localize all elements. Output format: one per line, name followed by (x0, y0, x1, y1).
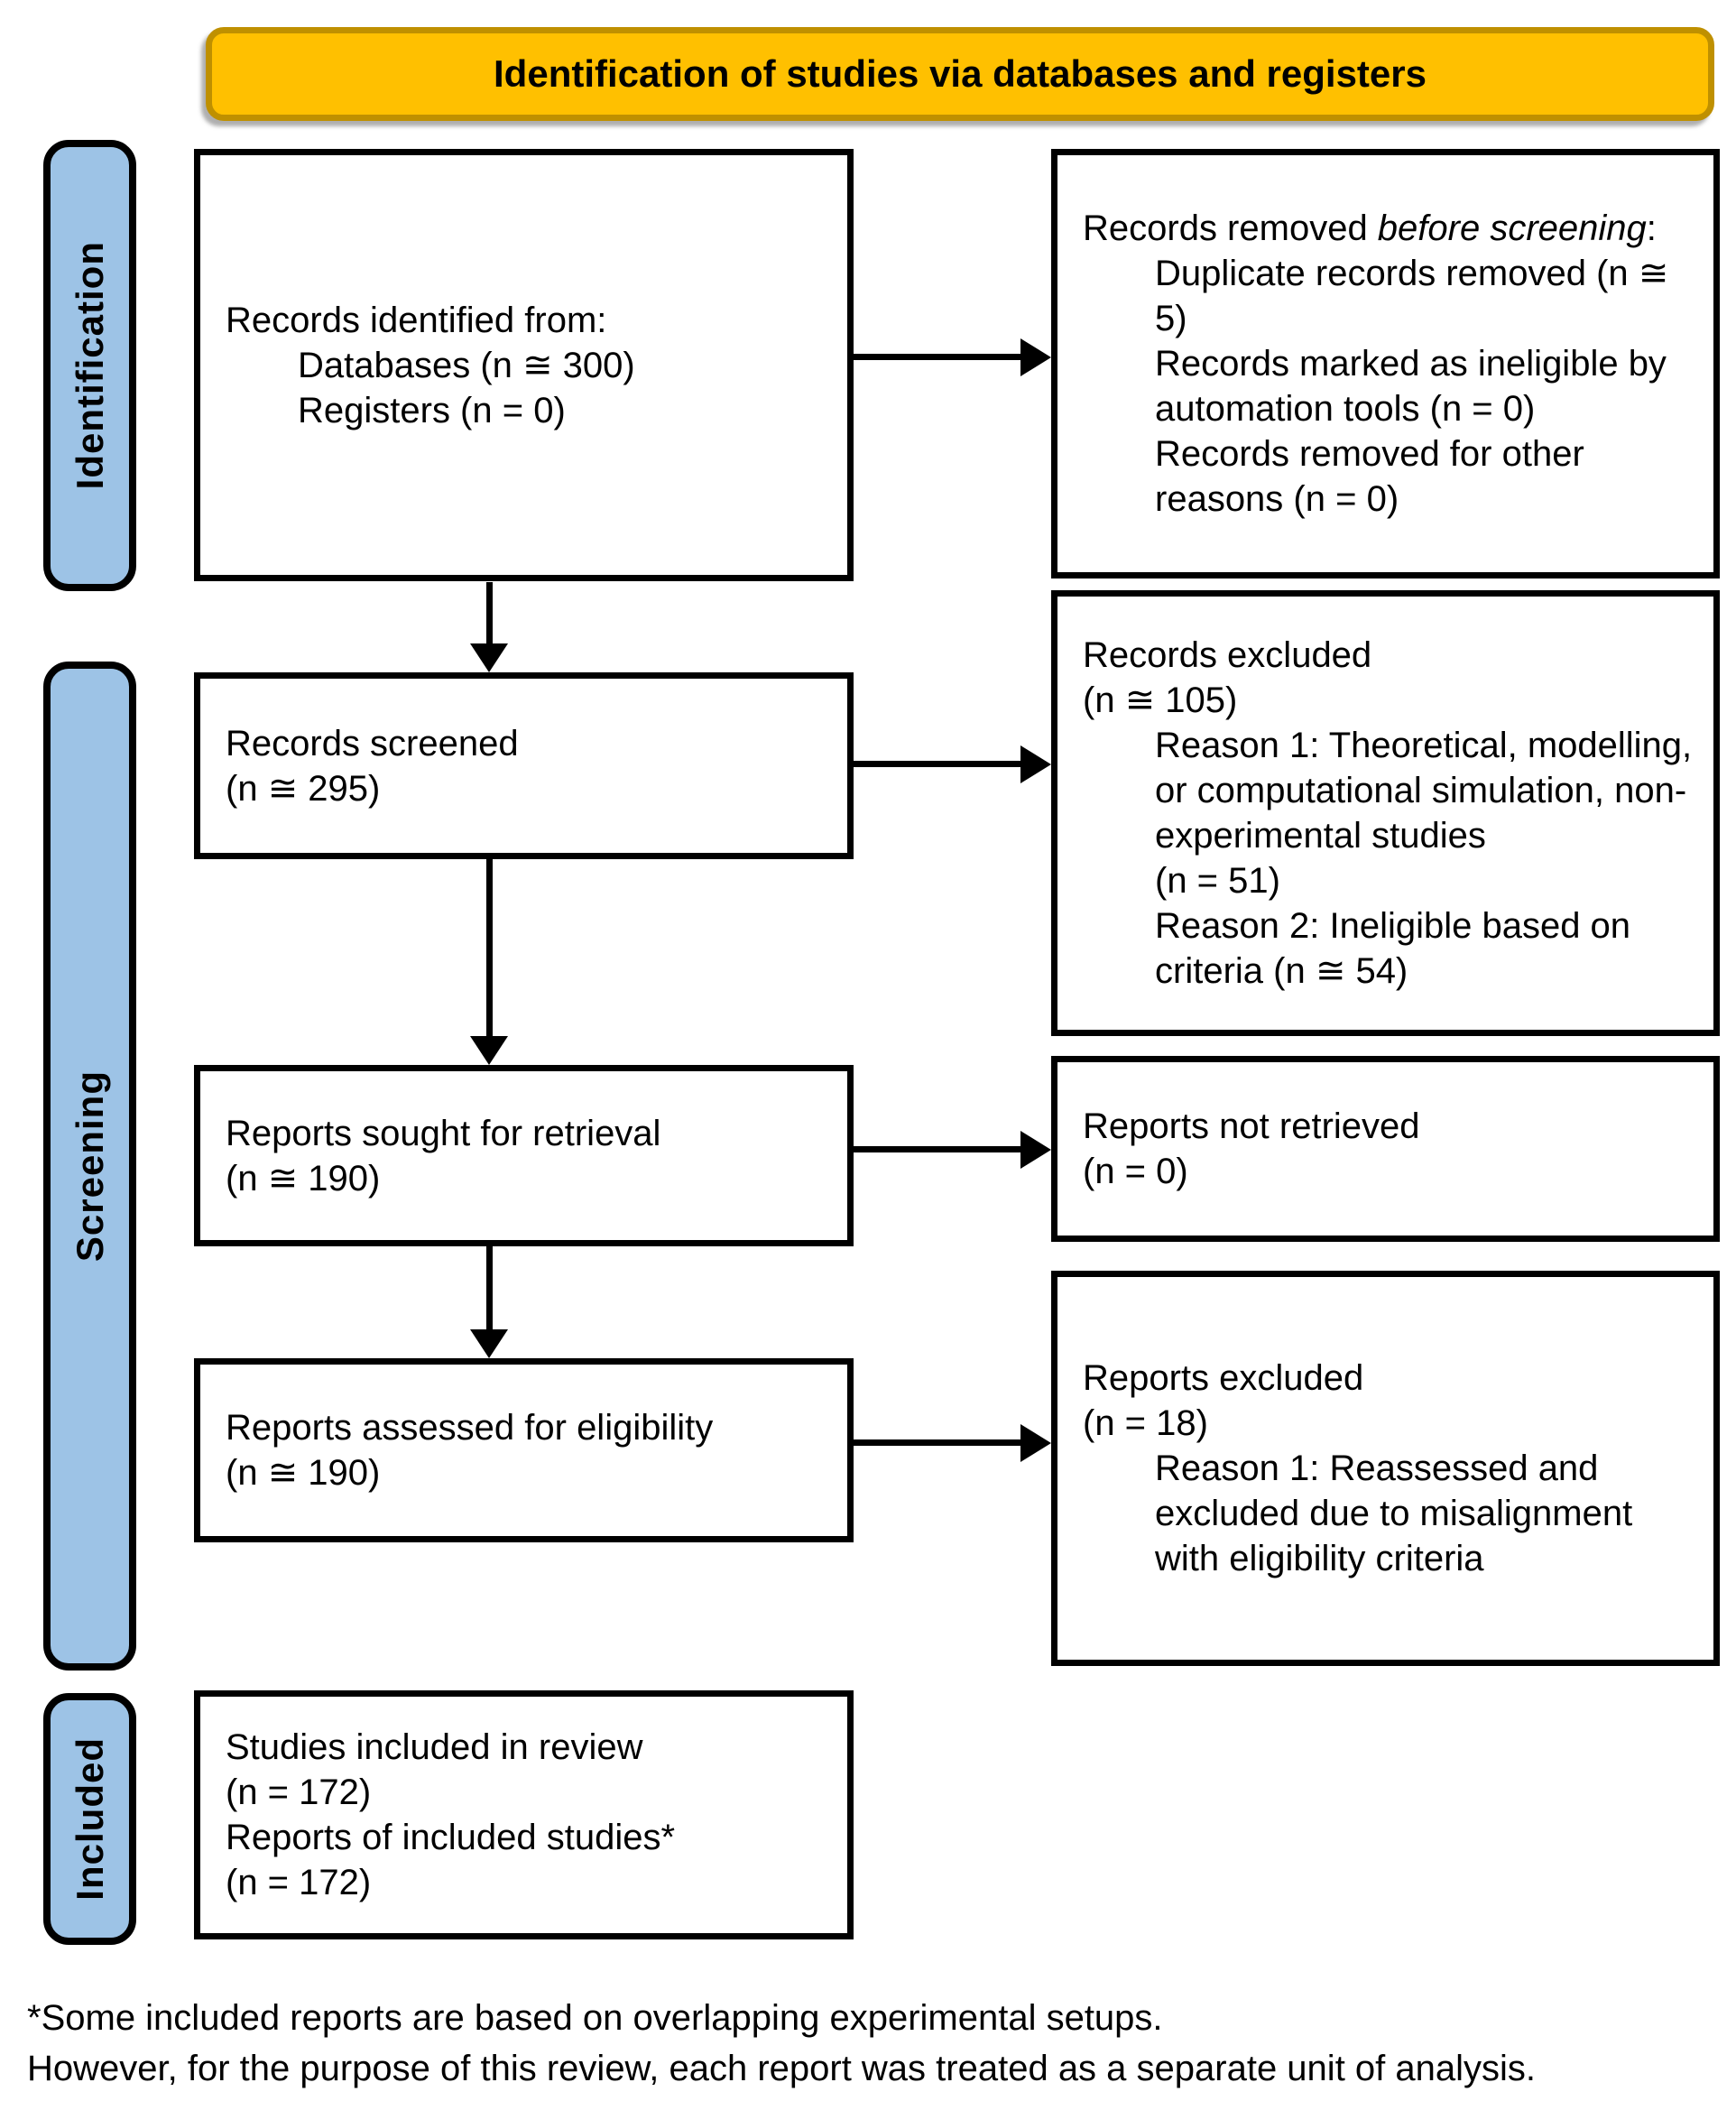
box-reports-sought: Reports sought for retrieval (n ≅ 190) (194, 1065, 854, 1246)
footnote-line-2: However, for the purpose of this review,… (27, 2049, 1537, 2088)
box-line: Reports not retrieved (1083, 1106, 1420, 1146)
arrow-screened-to-sought-line (486, 859, 493, 1038)
box-title: Records identified from: (226, 300, 607, 340)
box-title: Records removed before screening: (1083, 208, 1657, 248)
box-records-identified: Records identified from: Databases (n ≅ … (194, 149, 854, 581)
box-reports-not-retrieved: Reports not retrieved (n = 0) (1051, 1056, 1720, 1242)
box-count: (n ≅ 190) (226, 1453, 381, 1493)
box-count: (n ≅ 105) (1083, 680, 1238, 720)
arrow-identified-to-removed-line (854, 354, 1022, 360)
box-item: Databases (n ≅ 300) (298, 345, 635, 385)
box-title: Records excluded (1083, 635, 1372, 675)
box-line: Reports sought for retrieval (226, 1113, 661, 1153)
stage-label-identification: Identification (43, 140, 136, 591)
arrow-assessed-to-excluded-line (854, 1439, 1022, 1446)
box-item: Registers (n = 0) (298, 390, 566, 430)
header-title: Identification of studies via databases … (494, 52, 1427, 95)
arrow-sought-to-notretrieved-line (854, 1146, 1022, 1152)
box-studies-included: Studies included in review (n = 172) Rep… (194, 1690, 854, 1939)
box-item: Duplicate records removed (n ≅ 5) (1155, 254, 1669, 338)
box-item: Reason 1: Theoretical, modelling, or com… (1155, 726, 1693, 856)
box-line: Reports of included studies* (226, 1818, 676, 1857)
arrow-right-icon (1020, 745, 1051, 783)
box-count: (n = 172) (226, 1863, 372, 1902)
box-line: Reports assessed for eligibility (226, 1408, 714, 1448)
arrow-sought-to-assessed-line (486, 1246, 493, 1331)
box-count: (n = 172) (226, 1772, 372, 1812)
arrow-down-icon (470, 643, 508, 672)
box-item: Reason 2: Ineligible based on criteria (… (1155, 906, 1631, 991)
box-count: (n ≅ 295) (226, 768, 381, 809)
arrow-identified-to-screened-line (486, 582, 493, 645)
box-line: Studies included in review (226, 1727, 643, 1767)
footnote: *Some included reports are based on over… (27, 1993, 1732, 2094)
arrow-screened-to-excluded-line (854, 761, 1022, 767)
box-records-screened: Records screened (n ≅ 295) (194, 672, 854, 859)
box-line: Records screened (226, 723, 519, 764)
stage-label-identification-text: Identification (68, 241, 111, 490)
box-count: (n = 0) (1083, 1152, 1188, 1191)
box-title: Reports excluded (1083, 1358, 1364, 1398)
arrow-right-icon (1020, 1131, 1051, 1169)
box-item: Records marked as ineligible by automati… (1155, 344, 1667, 429)
italic-screening: screening (1490, 208, 1647, 248)
footnote-line-1: *Some included reports are based on over… (27, 1998, 1163, 2038)
arrow-down-icon (470, 1036, 508, 1065)
box-records-excluded: Records excluded (n ≅ 105) Reason 1: The… (1051, 590, 1720, 1036)
arrow-right-icon (1020, 338, 1051, 376)
arrow-right-icon (1020, 1424, 1051, 1462)
stage-label-screening: Screening (43, 662, 136, 1671)
box-count: (n = 18) (1083, 1403, 1208, 1443)
box-reports-excluded: Reports excluded (n = 18) Reason 1: Reas… (1051, 1271, 1720, 1666)
stage-label-included-text: Included (68, 1737, 111, 1901)
box-count: (n ≅ 190) (226, 1158, 381, 1199)
box-reports-assessed: Reports assessed for eligibility (n ≅ 19… (194, 1358, 854, 1542)
box-item: Records removed for other reasons (n = 0… (1155, 434, 1584, 519)
arrow-down-icon (470, 1329, 508, 1358)
box-item: (n = 51) (1155, 861, 1280, 901)
box-item: Reason 1: Reassessed and excluded due to… (1155, 1448, 1633, 1578)
stage-label-included: Included (43, 1693, 136, 1945)
stage-label-screening-text: Screening (68, 1069, 111, 1263)
header-banner: Identification of studies via databases … (206, 27, 1714, 121)
italic-before: before (1377, 208, 1481, 248)
box-records-removed: Records removed before screening: Duplic… (1051, 149, 1720, 578)
